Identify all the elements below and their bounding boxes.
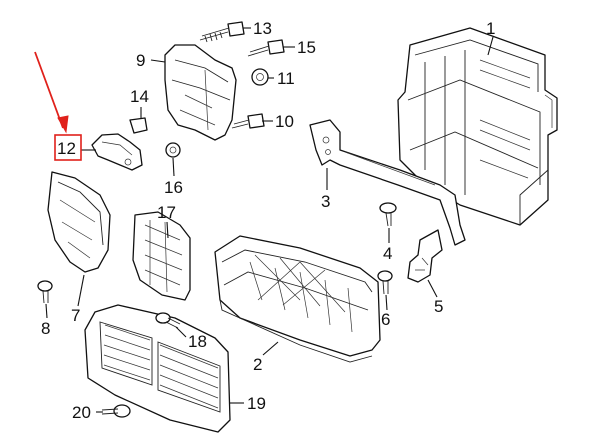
callout-4: 4 (383, 244, 392, 263)
part-17-plate (132, 211, 191, 301)
part-10-bolt (231, 113, 265, 129)
part-8-screw (37, 280, 53, 304)
part-12-clip (91, 133, 143, 171)
part-14-clip (129, 117, 148, 134)
highlight-arrow (34, 51, 64, 129)
part-20-screw (101, 404, 131, 418)
part-6-screw (377, 270, 393, 295)
part-11-washer (251, 68, 269, 86)
callout-19: 19 (247, 394, 266, 413)
part-4-screw (379, 202, 397, 227)
part-3-bracket (309, 119, 466, 246)
callout-labels: 1 2 3 4 5 6 7 8 9 10 11 12 13 14 15 16 1… (41, 19, 495, 422)
callout-10: 10 (275, 112, 294, 131)
part-9-air-guide (164, 44, 237, 141)
callout-13: 13 (253, 19, 272, 38)
part-15-bolt (247, 39, 285, 57)
callout-2: 2 (253, 355, 262, 374)
part-1-radiator-support (397, 27, 558, 226)
callout-7: 7 (71, 306, 80, 325)
callout-12: 12 (57, 139, 76, 158)
callout-16: 16 (164, 178, 183, 197)
callout-6: 6 (381, 310, 390, 329)
leader-lines (45, 27, 494, 413)
highlight-box (54, 134, 82, 161)
callout-8: 8 (41, 319, 50, 338)
callout-18: 18 (188, 332, 207, 351)
part-5-bracket (407, 229, 443, 283)
callout-1: 1 (486, 19, 495, 38)
part-19-grille (84, 304, 231, 433)
callout-11: 11 (277, 69, 295, 88)
part-7-side-guide (47, 171, 111, 273)
callout-9: 9 (136, 51, 145, 70)
callout-17: 17 (157, 203, 176, 222)
callout-5: 5 (434, 297, 443, 316)
callout-15: 15 (297, 38, 316, 57)
part-16-nut (165, 142, 181, 158)
callout-14: 14 (130, 87, 149, 106)
part-2-air-duct (214, 235, 381, 363)
callout-20: 20 (72, 403, 91, 422)
highlight-marker (34, 51, 82, 161)
part-13-bolt (199, 21, 245, 43)
callout-3: 3 (321, 192, 330, 211)
